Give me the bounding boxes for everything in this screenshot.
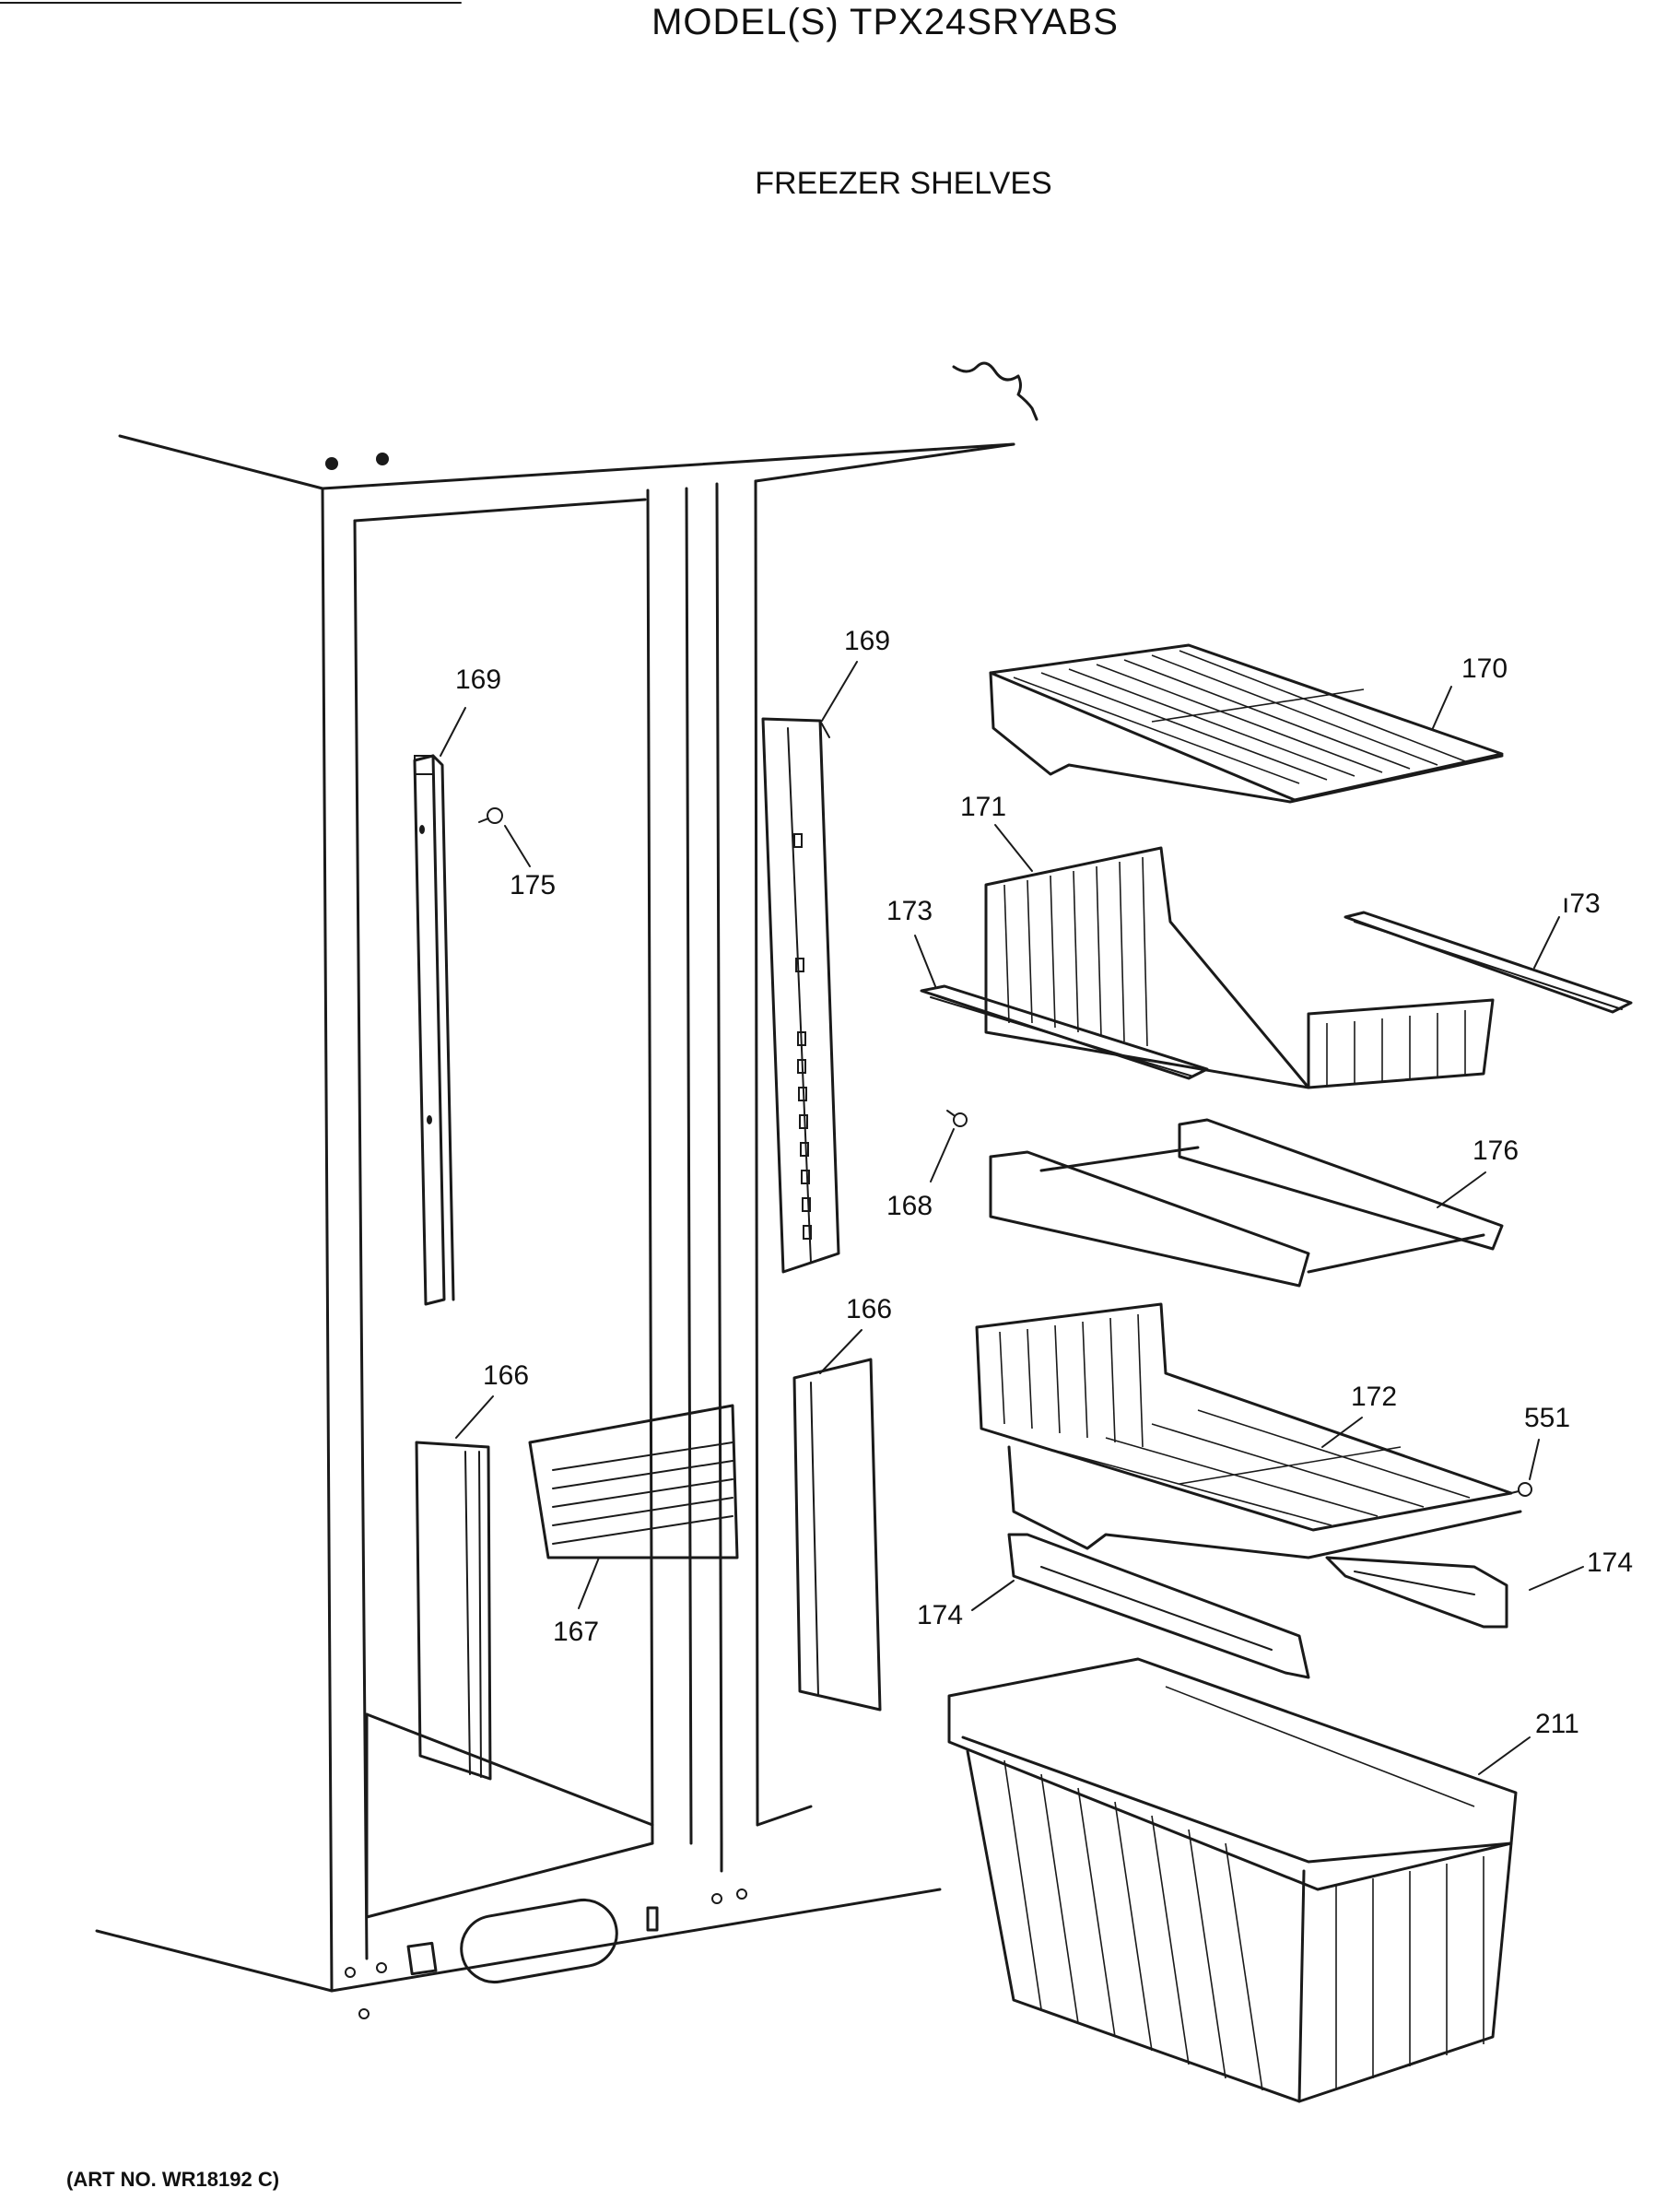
callout-169-right: 169 [844, 626, 890, 656]
callout-166-right: 166 [846, 1294, 892, 1324]
shelf-172 [975, 1302, 1522, 1559]
callout-211: 211 [1535, 1709, 1579, 1739]
callout-551: 551 [1524, 1403, 1570, 1433]
callout-170: 170 [1461, 653, 1508, 684]
slide-rail-173-left [920, 984, 1209, 1080]
callout-169-left: 169 [455, 665, 501, 695]
callout-173-right: ı73 [1562, 888, 1601, 919]
callout-176: 176 [1473, 1135, 1519, 1166]
section-title: FREEZER SHELVES [755, 166, 1052, 201]
callout-labels: 169 169 175 170 171 173 ı73 168 176 166 … [455, 626, 1633, 1739]
trim-166-right [792, 1358, 882, 1712]
callout-173-left: 173 [886, 896, 933, 926]
grille-167 [528, 1404, 739, 1559]
callout-175: 175 [510, 870, 556, 900]
screw-551 [1510, 1482, 1532, 1497]
shelf-frame-176 [989, 1118, 1504, 1288]
shelf-rail-right [761, 717, 840, 1274]
slide-bracket-174-left [1007, 1533, 1310, 1679]
callout-168: 168 [886, 1191, 933, 1221]
callout-172: 172 [1351, 1382, 1397, 1412]
leader-lines [440, 661, 1584, 1775]
shelf-rail-left [413, 754, 455, 1306]
screw-168 [946, 1110, 968, 1127]
callout-166-left: 166 [483, 1360, 529, 1391]
callout-167: 167 [553, 1617, 599, 1647]
slide-rail-173-right [1344, 911, 1633, 1014]
callout-174-left: 174 [917, 1600, 963, 1630]
screw-175 [478, 807, 503, 824]
callout-171: 171 [960, 792, 1006, 822]
callout-174-right: 174 [1587, 1547, 1633, 1578]
slide-bracket-174-right [1325, 1556, 1508, 1629]
shelf-170 [989, 643, 1504, 804]
art-number: (ART NO. WR18192 C) [66, 2168, 280, 2191]
trim-166-left [415, 1441, 492, 1781]
model-title: MODEL(S) TPX24SRYABS [651, 2, 1119, 42]
basket-171 [984, 846, 1495, 1089]
freezer-cabinet [95, 361, 1038, 2019]
basket-211 [947, 1657, 1518, 2103]
